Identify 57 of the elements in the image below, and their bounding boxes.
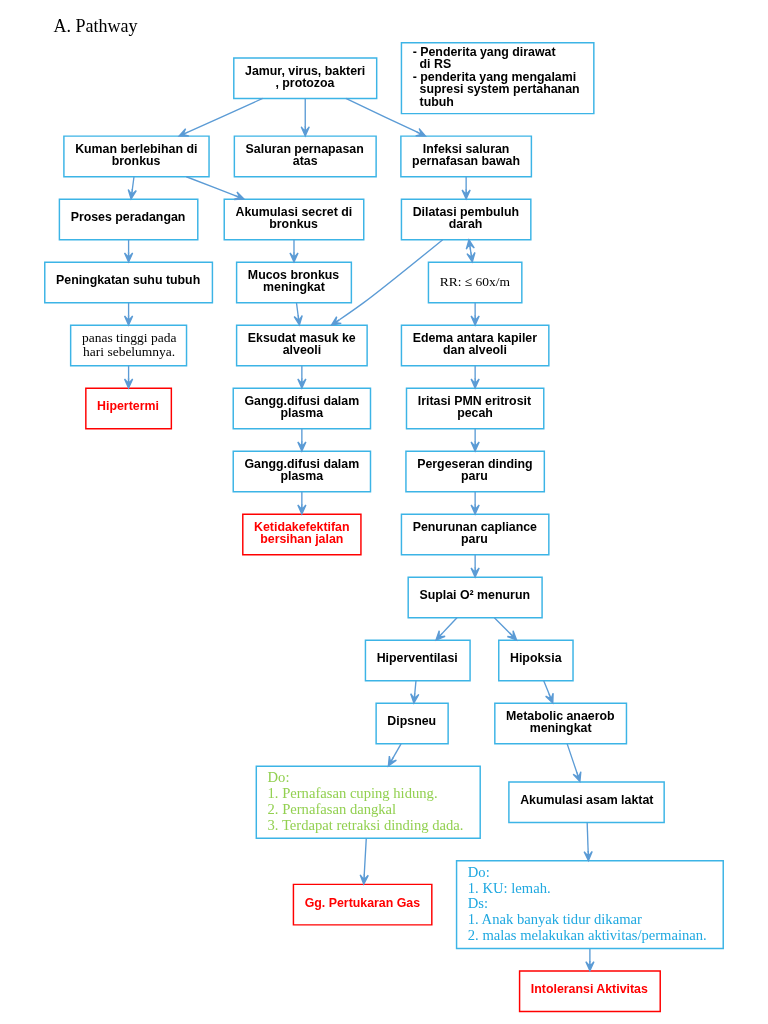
node-box: Pergeseran dinding paru	[405, 449, 546, 492]
node-box: Infeksi saluran pernafasan bawah	[400, 134, 533, 177]
arrow	[583, 821, 593, 861]
node-box: Penurunan capliance paru	[400, 512, 550, 555]
arrow	[543, 679, 554, 704]
arrow	[345, 97, 427, 137]
arrow	[493, 616, 518, 641]
arrow	[470, 490, 480, 515]
node-box: Hiperventilasi	[364, 638, 471, 681]
arrow	[178, 97, 264, 137]
node-box: Metabolic anaerob meningkat	[494, 702, 628, 744]
arrow	[435, 616, 458, 641]
node-box: Dilatasi pembuluh darah	[400, 197, 532, 240]
node-box: Eksudat masuk ke alveoli	[235, 323, 368, 366]
arrow	[185, 175, 245, 200]
node-box: Hipoksia	[498, 638, 574, 681]
arrow	[297, 364, 307, 389]
arrow	[297, 490, 307, 515]
node-box: RR: ≤ 60x/m	[427, 260, 523, 303]
node-box: Do: 1. KU: lemah. Ds: 1. Anak banyak tidur dikamar 2. malas melakukan aktivitas/permainan.	[455, 859, 724, 949]
node-box: Suplai O² menurun	[407, 575, 543, 618]
node-box: Gangg.difusi dalam plasma	[232, 386, 372, 429]
node-box: Do: 1. Pernafasan cuping hidung. 2. Pernafasan dangkal 3. Terdapat retraksi dinding dada.	[255, 765, 481, 839]
node-box: Dipsneu	[375, 702, 449, 744]
node-box: panas tinggi pada hari sebelumnya.	[69, 323, 188, 366]
arrow	[410, 679, 420, 704]
node-box: Kuman berlebihan di bronkus	[63, 134, 210, 177]
arrow	[566, 742, 582, 782]
arrow	[297, 427, 307, 452]
node-box: Proses peradangan	[58, 197, 199, 240]
node-box: Iritasi PMN eritrosit pecah	[405, 386, 545, 429]
arrow	[387, 742, 402, 767]
arrow	[289, 238, 299, 263]
node-box: Gangg.difusi dalam plasma	[232, 449, 372, 492]
arrow	[585, 947, 595, 971]
diagram-title: A. Pathway	[53, 15, 138, 36]
arrow	[461, 175, 471, 200]
arrow	[470, 301, 480, 326]
arrow	[359, 837, 369, 885]
node-box: Peningkatan suhu tubuh	[44, 260, 214, 303]
arrow	[470, 364, 480, 389]
node-box: Akumulasi asam laktat	[508, 780, 665, 823]
node-box: - Penderita yang dirawat di RS - penderita yang mengalami supresi system pertahanan tubuh	[400, 41, 595, 114]
node-box: Jamur, virus, bakteri , protozoa	[233, 56, 378, 99]
node-box: Hipertermi	[85, 386, 173, 429]
arrow	[300, 97, 310, 137]
node-box: Gg. Pertukaran Gas	[292, 883, 433, 926]
arrow	[465, 238, 476, 263]
node-box: Edema antara kapiler dan alveoli	[400, 323, 550, 366]
arrow	[470, 427, 480, 452]
node-box: Ketidakefektifan bersihan jalan	[242, 512, 362, 555]
arrow	[330, 238, 444, 326]
arrow	[470, 553, 480, 578]
node-box: Saluran pernapasan atas	[233, 134, 377, 177]
node-box: Mucos bronkus meningkat	[235, 260, 353, 303]
node-box: Intoleransi Aktivitas	[518, 969, 661, 1012]
node-box: Akumulasi secret di bronkus	[223, 197, 365, 240]
